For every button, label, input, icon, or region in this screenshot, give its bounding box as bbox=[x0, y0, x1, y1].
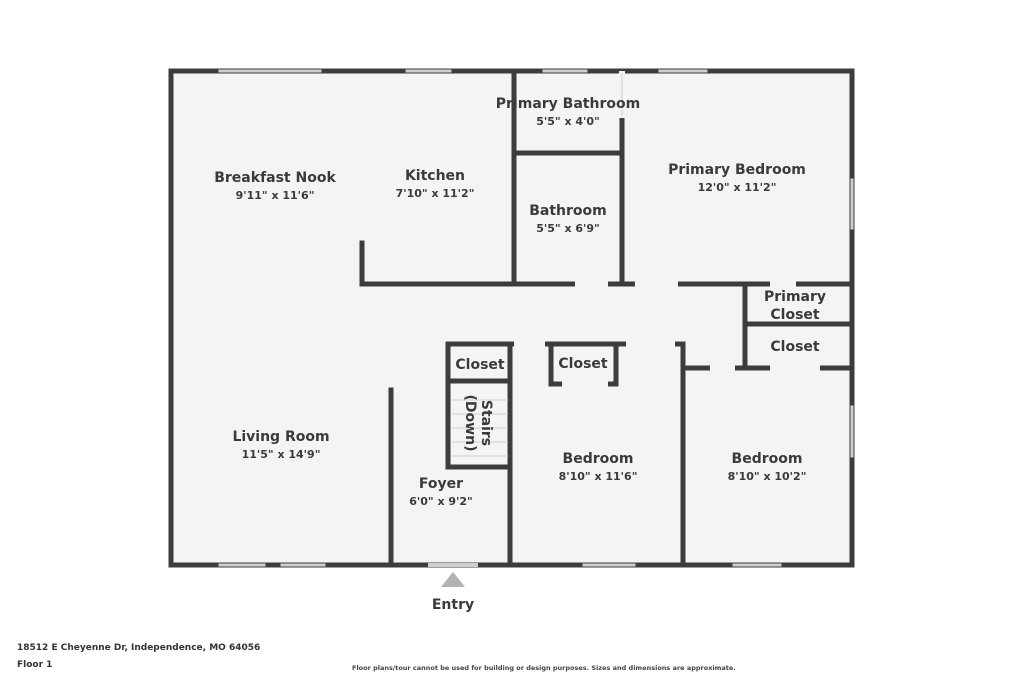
room-dims-bedroom-1: 8'10" x 11'6" bbox=[559, 470, 638, 483]
stairs-label-line2: (Down) bbox=[462, 395, 478, 452]
room-dims-foyer: 6'0" x 9'2" bbox=[409, 495, 473, 508]
room-name-closet-mid: Closet bbox=[558, 356, 608, 372]
room-dims-bedroom-2: 8'10" x 10'2" bbox=[728, 470, 807, 483]
room-name-bedroom-2: Bedroom bbox=[732, 451, 803, 467]
room-name-kitchen: Kitchen bbox=[405, 168, 465, 184]
room-name-closet-left: Closet bbox=[455, 357, 505, 373]
room-name-primary-bathroom: Primary Bathroom bbox=[496, 96, 640, 112]
room-name-bathroom: Bathroom bbox=[529, 203, 607, 219]
room-dims-bathroom: 5'5" x 6'9" bbox=[536, 222, 600, 235]
room-dims-breakfast-nook: 9'11" x 11'6" bbox=[236, 189, 315, 202]
room-name-breakfast-nook: Breakfast Nook bbox=[214, 170, 336, 186]
room-name-bedroom-1: Bedroom bbox=[563, 451, 634, 467]
room-name-primary-bedroom: Primary Bedroom bbox=[668, 162, 806, 178]
room-name-primary-closet-line2: Closet bbox=[770, 307, 820, 323]
windows bbox=[218, 69, 854, 567]
window-frames bbox=[217, 68, 855, 568]
walls bbox=[168, 68, 855, 568]
room-dims-living-room: 11'5" x 14'9" bbox=[242, 448, 321, 461]
disclaimer-text: Floor plans/tour cannot be used for buil… bbox=[352, 664, 736, 672]
room-name-primary-closet-line1: Primary bbox=[764, 289, 826, 305]
stairs-treads bbox=[452, 399, 508, 457]
room-dims-kitchen: 7'10" x 11'2" bbox=[396, 187, 475, 200]
address-text: 18512 E Cheyenne Dr, Independence, MO 64… bbox=[17, 643, 261, 653]
stairs-label-line1: Stairs bbox=[478, 400, 494, 446]
room-name-foyer: Foyer bbox=[419, 476, 463, 492]
room-name-closet-right: Closet bbox=[770, 339, 820, 355]
room-name-living-room: Living Room bbox=[232, 429, 329, 445]
room-dims-primary-bathroom: 5'5" x 4'0" bbox=[536, 115, 600, 128]
room-dims-primary-bedroom: 12'0" x 11'2" bbox=[698, 181, 777, 194]
entry-label: Entry bbox=[432, 597, 474, 613]
entry-arrow-icon bbox=[441, 572, 465, 587]
stairs-label: Stairs (Down) bbox=[462, 395, 494, 452]
floor-label: Floor 1 bbox=[17, 660, 53, 670]
